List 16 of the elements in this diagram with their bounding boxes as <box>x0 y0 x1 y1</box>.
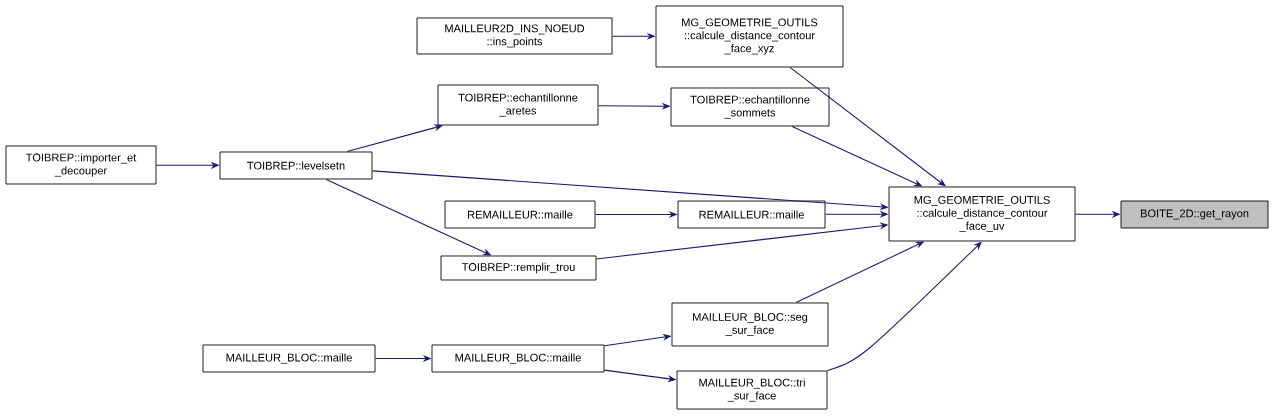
function-box: MAILLEUR2D_INS_NOEUD ::ins_points <box>416 17 613 55</box>
function-box: TOIBREP::remplir_trou <box>440 255 597 281</box>
function-box: BOITE_2D::get_rayon <box>1120 200 1269 229</box>
function-box: MAILLEUR_BLOC::maille <box>202 344 376 373</box>
function-box: TOIBREP::echantillonne _aretes <box>437 84 599 126</box>
function-box: REMAILLEUR::maille <box>444 200 596 229</box>
arrow <box>826 241 982 372</box>
function-box: REMAILLEUR::maille <box>677 200 826 229</box>
function-box: MAILLEUR_BLOC::tri _sur_face <box>676 370 828 410</box>
function-box: TOIBREP::echantillonne _sommets <box>670 87 830 127</box>
function-box: TOIBREP::importer_et _decouper <box>5 145 157 185</box>
function-box: TOIBREP::levelsetn <box>219 151 373 180</box>
function-box: MAILLEUR_BLOC::seg _sur_face <box>671 302 829 347</box>
function-box: MG_GEOMETRIE_OUTILS ::calcule_distance_contour _face_xyz <box>655 5 844 68</box>
function-box: MAILLEUR_BLOC::maille <box>431 344 605 373</box>
function-box: MG_GEOMETRIE_OUTILS ::calcule_distance_contour _face_uv <box>888 186 1076 242</box>
